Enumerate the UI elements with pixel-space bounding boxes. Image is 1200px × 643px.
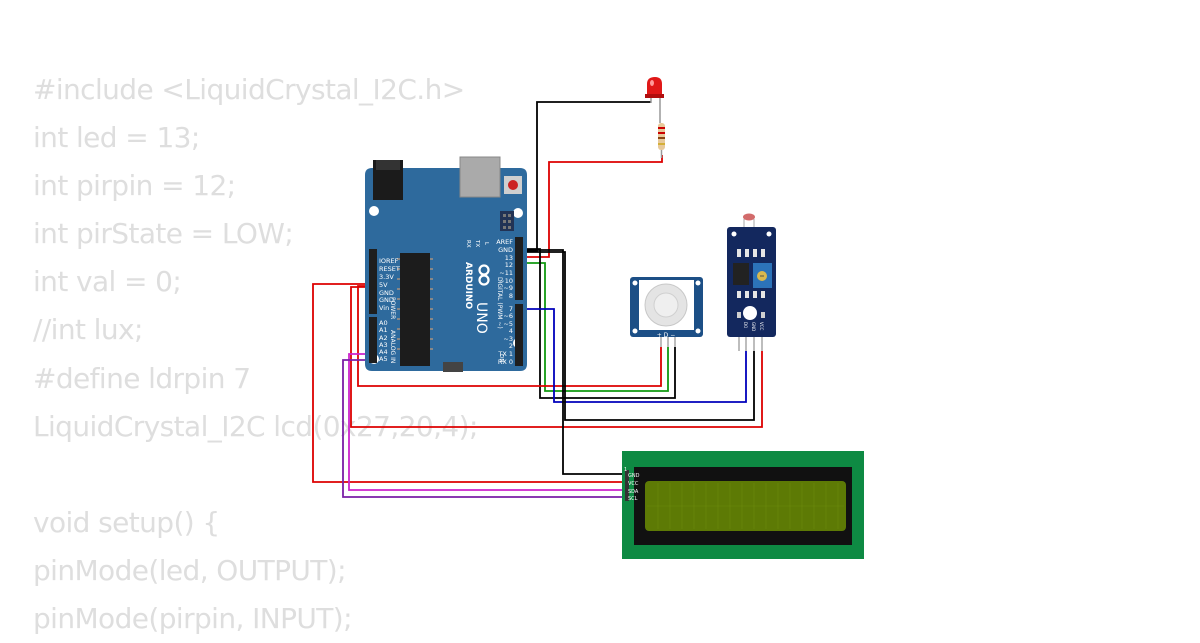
pin-label: A0 [379,319,388,327]
lcd-pin-label: SCL [628,496,638,502]
ldr-photoresistor [743,213,755,221]
tx-led-label: TX [474,239,480,247]
l-led-label: L [483,242,489,246]
arduino-logo [478,264,490,286]
pin-label: RESET [379,265,400,273]
pin-label: 5V [379,281,388,289]
arduino-brand-text: ARDUINO [463,262,473,310]
code-line: int val = 0; [33,265,182,299]
lcd-pin-label: GND [628,473,640,479]
pin-label: TX 1 [497,350,513,358]
pin-label: 8 [509,292,513,300]
rx-led-label: RX [465,240,471,248]
red-led [645,77,664,123]
wire-resistor-to-pin13 [517,155,663,258]
wire-ldr-vcc [350,286,763,428]
arduino-uno-board: IOREF RESET 3.3V 5V GND GND Vin A0 A1 A2… [365,156,527,372]
power-pin-labels: IOREF RESET 3.3V 5V GND GND Vin [379,257,400,312]
pin-label: A5 [379,355,388,363]
resistor [658,123,665,158]
pin-label: IOREF [379,257,399,265]
pir-sensor: + D − [630,277,703,347]
pin-label: ~9 [503,284,513,292]
uno-model-text: UNO [473,302,489,334]
pin-label: GND [379,296,394,304]
circuit-diagram: IOREF RESET 3.3V 5V GND GND Vin A0 A1 A2… [312,77,864,559]
on-led-label: ON [498,354,504,362]
pin-label: A3 [379,341,388,349]
code-line: int led = 13; [33,121,200,155]
wire-led-cathode [517,101,651,252]
pin-label: 12 [505,261,513,269]
pin-label: ~5 [503,320,513,328]
code-line: int pirpin = 12; [33,169,236,203]
code-line: int pirState = LOW; [33,217,294,251]
lcd-pin-one-marker: 1 [624,467,627,473]
power-pin-header [369,249,377,314]
pin-label: 3.3V [379,273,394,281]
code-line: #define ldrpin 7 [33,361,251,395]
lcd-i2c-display: 1 GND VCC SDA SCL [622,451,864,559]
icsp-header [500,211,514,231]
pin-label: GND [379,289,394,297]
pin-label: ~6 [503,312,513,320]
digital-pin-header-top [515,237,523,300]
wire-pir-gnd [517,248,676,399]
ldr-pin-label: DO [743,322,748,328]
wire-pir-vcc [357,285,662,387]
digital-header-label: DIGITAL (PWM ~) [496,277,503,329]
lcd-pin-label: VCC [628,481,639,487]
pin-label: ~10 [499,277,513,285]
digital-pin-labels: AREF GND 13 12 ~11 ~10 ~9 8 7 ~6 ~5 4 ~3… [496,238,513,366]
code-line: #include <LiquidCrystal_I2C.h> [33,73,465,106]
code-line: //int lux; [33,313,143,347]
pin-label: RX 0 [498,358,513,366]
pin-label: GND [498,246,513,254]
ldr-pin-label: GND [751,322,756,331]
code-listing: #include <LiquidCrystal_I2C.h>int led = … [33,66,478,643]
analog-pin-labels: A0 A1 A2 A3 A4 A5 [379,319,388,363]
power-header-label: POWER [389,297,396,319]
pin-label: 13 [505,254,513,262]
pin-label: A1 [379,326,388,334]
pin-label: A4 [379,348,388,356]
wires [312,101,763,498]
code-line: pinMode(led, OUTPUT); [33,553,347,587]
wire-lcd-sda [348,353,631,491]
code-line: void setup() { [33,505,220,539]
microcontroller-chip [400,253,430,366]
pir-pin-labels: + D − [657,332,676,339]
pin-label: ~3 [503,335,513,343]
wire-ldr-gnd [517,251,755,421]
digital-pin-header-bottom [515,304,523,366]
analog-pin-header [369,317,377,363]
wire-pin12-to-pir-out [517,262,669,392]
usb-port [459,156,501,198]
wire-lcd-gnd [517,249,631,475]
wire-pin7-to-ldr-do [517,308,747,403]
pin-label: 4 [509,327,513,335]
comparator-chip [733,263,749,285]
pin-label: AREF [496,238,513,246]
analog-header-label: ANALOG IN [389,330,396,363]
pin-label: 2 [509,342,513,350]
ldr-light-sensor-module: DO GND VCC [727,213,776,351]
pin-label: Vin [379,304,389,312]
wire-lcd-vcc [312,283,631,483]
wire-lcd-scl [342,359,631,498]
pin-label: 7 [509,305,513,313]
lcd-pin-label: SDA [628,489,639,495]
pin-label: ~11 [499,269,513,277]
ldr-pin-label: VCC [759,322,764,331]
pin-label: A2 [379,334,388,342]
